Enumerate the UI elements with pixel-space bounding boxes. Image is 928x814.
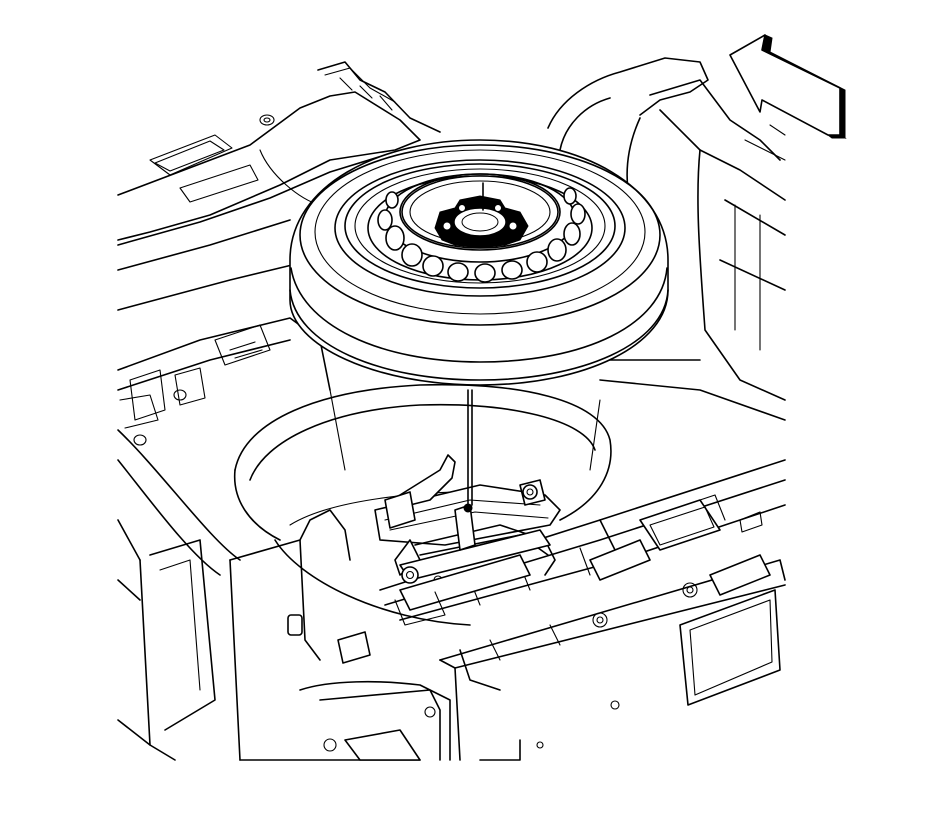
wheel-retainer-rod <box>467 389 473 506</box>
upper-left-body-panel <box>117 61 441 311</box>
jack-assembly <box>374 454 561 626</box>
wheel-retainer-nut <box>434 182 529 249</box>
front-direction-arrow-icon <box>729 34 847 139</box>
rear-bumper-panel <box>299 459 786 761</box>
left-side-body-structure <box>117 317 421 761</box>
wheel-vent-holes <box>377 187 586 283</box>
trunk-floor-well <box>233 383 612 626</box>
